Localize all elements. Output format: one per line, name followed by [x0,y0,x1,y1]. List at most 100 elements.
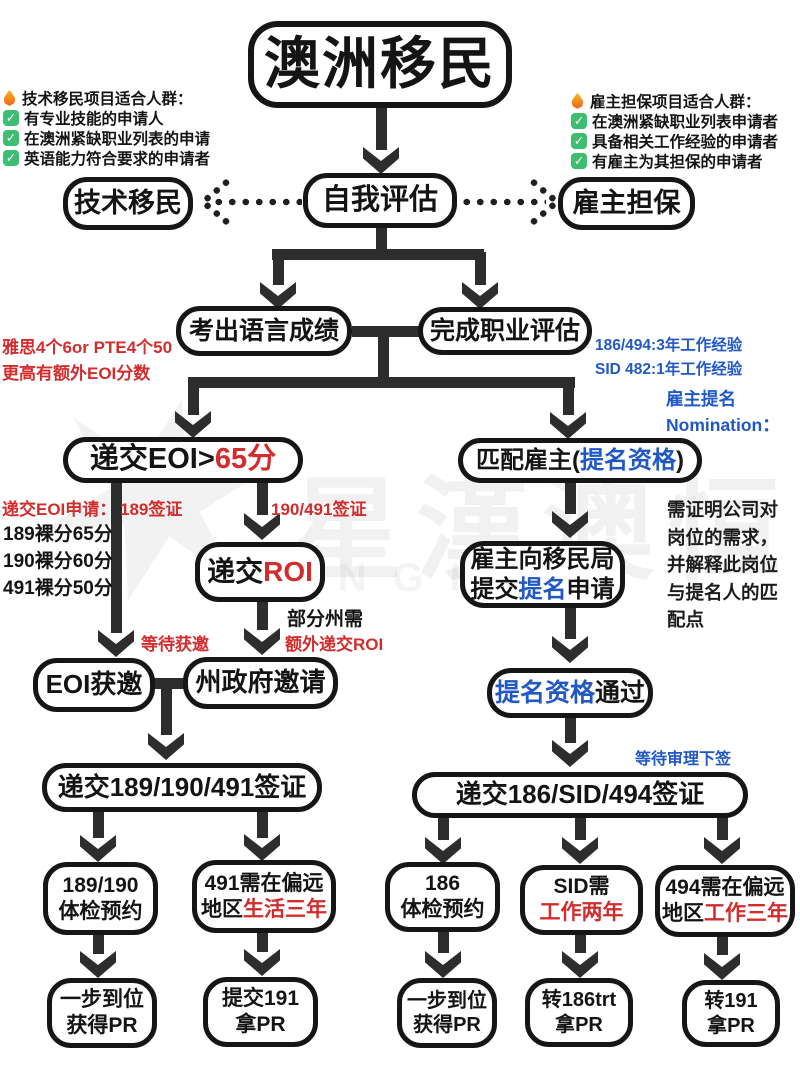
note-ielts-2: 更高有额外EOI分数 [2,364,151,383]
title-box: 澳洲移民 [248,21,512,108]
node-label: 491需在偏远 [204,871,324,895]
node-491-live-3years: 491需在偏远 地区生活三年 [192,860,336,933]
node-match-employer: 匹配雇主(提名资格) [458,438,702,483]
node-label: ) [676,446,684,474]
node-label-blue: 提名资格 [580,446,676,474]
arrow-to-occupation [474,252,486,285]
arrowhead [462,282,498,309]
node-label: 雇主担保 [572,188,681,219]
node-occupation-assessment: 完成职业评估 [418,307,592,355]
checklist-item-text: 有专业技能的申请人 [24,111,164,128]
node-label: 雇主向移民局 [470,546,615,574]
arrowhead [562,951,598,978]
node-label: 获得PR [66,1014,138,1037]
checklist-item-text: 具备相关工作经验的申请者 [592,134,779,151]
arrow-to-match [562,383,574,415]
node-label: 获得PR [413,1014,481,1036]
node-label: 递交189/190/491签证 [57,771,307,802]
node-label: 通过 [595,678,646,707]
checklist-item: ✓ 有雇主为其担保的申请者 [571,151,778,171]
node-submit-visa-189: 递交189/190/491签证 [42,763,322,812]
note-score-189: 189裸分65分 [3,524,113,545]
arrow-visa186-mid [574,816,586,840]
arrow-visa186-left [437,816,449,840]
check-icon: ✓ [571,113,587,129]
note-company-line: 与提名人的匹 [667,581,779,603]
node-submit-visa-186: 递交186/SID/494签证 [412,772,748,818]
node-pr-186trt: 转186trt 拿PR [525,978,633,1047]
page-title: 澳洲移民 [264,32,496,96]
node-label: 地区 [662,902,704,925]
note-nomination-cn: 雇主提名 [666,389,736,409]
node-med-186: 186 体检预约 [385,862,500,932]
skilled-checklist: 技术移民项目适合人群： ✓ 有专业技能的申请人 ✓ 在澳洲紧缺职业列表的申请 ✓… [3,88,210,168]
check-icon: ✓ [3,110,19,126]
note-company-line: 并解释此岗位 [667,554,779,575]
arrow-eoi-to-roi [256,480,268,515]
arrow-work3-down [716,935,728,955]
note-wait-invite: 等待获邀 [141,635,209,654]
node-pr-191-right: 转191 拿PR [682,980,780,1047]
note-extra-roi: 额外递交ROI [285,635,384,654]
node-skilled-migration: 技术移民 [63,177,193,230]
node-label: 一步到位 [407,989,487,1012]
flame-icon [3,90,16,106]
check-icon: ✓ [571,133,587,149]
arrowhead [244,834,280,861]
arrowhead [562,837,598,864]
arrowhead [244,628,280,655]
node-label-red: ROI [263,555,313,587]
node-label: 递交186/SID/494签证 [455,779,705,810]
node-label: 体检预约 [400,898,485,921]
node-submit-roi: 递交ROI [195,542,325,602]
node-pr-191-left: 提交191 拿PR [203,977,318,1047]
split-bar-row3 [188,377,575,388]
node-label: 体检预约 [58,899,143,923]
arrow-med186-down [437,930,449,953]
arrowhead [425,837,461,864]
checklist-header: 雇主担保项目适合人群： [571,91,778,111]
node-label: 189/190 [62,873,139,897]
arrowhead [425,951,461,978]
flame-icon [571,93,584,109]
arrowhead [244,949,280,976]
note-partial-state: 部分州需 [287,609,364,630]
drop-mid [377,330,389,383]
node-eoi-invited: EOI获邀 [33,658,155,712]
arrow-eoi-to-invited [110,480,122,633]
node-label: 拿PR [707,1014,755,1037]
note-ielts-1: 雅思4个6or PTE4个50 [2,338,173,357]
note-visa189-label: 189签证 [120,500,183,519]
note-score-190: 190裸分60分 [3,551,113,572]
node-employer-sponsor: 雇主担保 [558,177,695,230]
node-label: 匹配雇主( [476,446,580,474]
node-self-assessment: 自我评估 [303,173,457,228]
node-employer-submit-nomination: 雇主向移民局 提交提名申请 [460,541,625,608]
node-pr-direct-left: 一步到位 获得PR [47,978,157,1048]
arrow-title-to-self [375,108,387,150]
arrow-nompass-down [564,716,576,743]
note-company-paragraph: 需证明公司对 岗位的需求， 并解释此岗位 与提名人的匹 配点 [667,496,778,634]
node-pr-direct-right: 一步到位 获得PR [397,978,497,1048]
node-label: 技术移民 [74,188,182,219]
node-label: 拿PR [235,1013,286,1036]
arrow-roi-to-state [256,600,268,630]
check-icon: ✓ [3,150,19,166]
arrowhead [550,412,586,439]
node-label: 拿PR [555,1013,603,1036]
check-icon: ✓ [3,130,19,146]
node-label: 转191 [704,990,758,1013]
node-label: 自我评估 [321,183,438,216]
node-language-test: 考出语言成绩 [176,306,352,356]
arrowhead [98,630,134,657]
note-eoi-apply: 递交EOI申请： [2,500,117,519]
arrowhead [704,953,740,980]
node-label: 186 [424,872,461,896]
note-score-491: 491裸分50分 [3,578,113,599]
check-icon: ✓ [571,153,587,169]
arrow-to-language [272,252,284,285]
note-company-line: 需证明公司对 [667,499,779,520]
arrowhead [80,835,116,862]
checklist-item-text: 在澳洲紧缺职业列表申请者 [592,114,779,131]
